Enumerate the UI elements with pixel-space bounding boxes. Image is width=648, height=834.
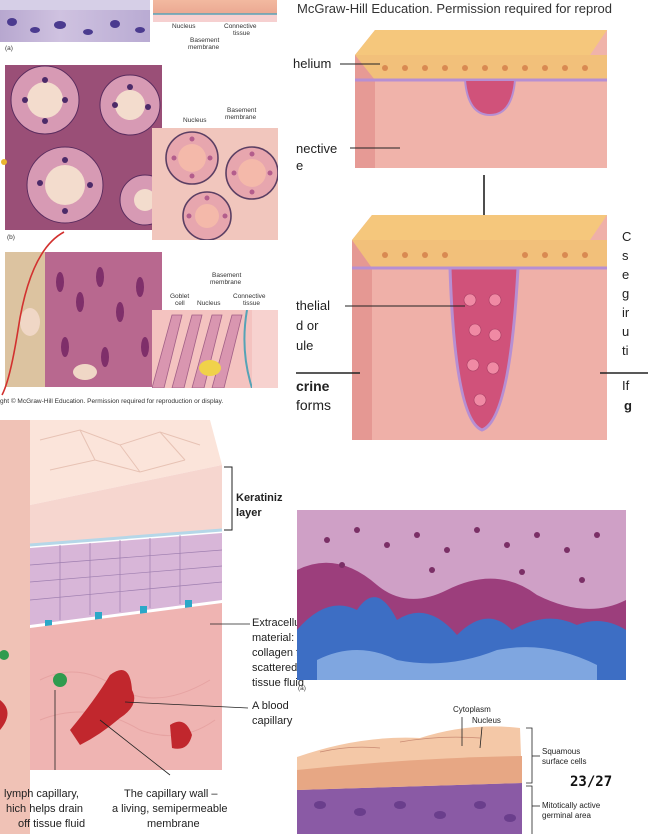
- skin-extracellular-line-5: tissue fluid: [252, 677, 304, 689]
- gland-right-letter-2: s: [622, 248, 629, 263]
- panel-a-micrograph: [0, 0, 150, 42]
- skin-blood-capillary-label-2: capillary: [252, 715, 293, 727]
- panel-a-cells: [0, 0, 150, 35]
- skin-lymph-line-3: off tissue fluid: [18, 818, 86, 830]
- gland-epithelial-label-2: d or: [296, 318, 319, 333]
- panel-b-illus-tubules: [165, 131, 278, 240]
- panel-a-basement-label-1: Basement: [190, 37, 220, 44]
- panel-a-tag: (a): [5, 45, 13, 52]
- stratified-mitotic-label-2: germinal area: [542, 811, 591, 820]
- skin-extracellular-line-1: Extracellula: [252, 617, 309, 629]
- stratified-mitotic-label-1: Mitotically active: [542, 801, 601, 810]
- gland-right-letter-7: ti: [622, 343, 629, 358]
- micrograph-tissue: [297, 510, 626, 680]
- panel-c-nucleus-label: Nucleus: [197, 300, 221, 307]
- skin-keratinized-label-1: Keratiniz: [236, 492, 283, 504]
- skin-lymph-line-1: lymph capillary,: [4, 788, 79, 800]
- panel-b-illustration: [152, 128, 278, 240]
- panel-a-nucleus-label: Nucleus: [172, 23, 196, 30]
- panel-b-tubules: [5, 65, 162, 230]
- panel-c-illus-cells: [152, 310, 278, 388]
- gland-exocrine-heading: crine: [296, 378, 330, 394]
- panel-a-connective-label-2: tissue: [233, 30, 250, 37]
- stratified-nucleus-label: Nucleus: [472, 716, 501, 725]
- panel-c-basement-label-2: membrane: [210, 279, 242, 286]
- stratified-micrograph: [297, 510, 626, 680]
- panel-a-illustration: [153, 0, 277, 22]
- panel-c-connective-label-2: tissue: [243, 300, 260, 307]
- skin-extracellular-line-3: collagen fib: [252, 647, 308, 659]
- skin-keratinized-label-2: layer: [236, 507, 262, 519]
- gland-block-top: [355, 30, 607, 168]
- panel-c-illustration: [152, 310, 278, 388]
- panel-c-basement-label-1: Basement: [212, 272, 242, 279]
- skin-capillary-wall-line-1: The capillary wall –: [124, 788, 218, 800]
- gland-right-letter-1: C: [622, 229, 632, 244]
- skin-extracellular-line-4: scattered c: [252, 662, 306, 674]
- panel-a-connective-label-1: Connective: [224, 23, 257, 30]
- micrograph-tag: (a): [298, 685, 306, 692]
- panel-c-goblet-label-2: cell: [175, 300, 185, 307]
- gland-block-bottom: [352, 215, 607, 440]
- panel-b-basement-label-1: Basement: [227, 107, 257, 114]
- gland-forms-label: forms: [296, 397, 331, 413]
- gland-right-letter-5: ir: [622, 305, 630, 320]
- gland-right-letter-6: u: [622, 324, 630, 339]
- skin-capillary-wall-line-2: a living, semipermeable: [112, 803, 228, 815]
- permission-notice: McGraw-Hill Education. Permission requir…: [297, 1, 613, 16]
- skin-lymph-line-2: hich helps drain: [6, 803, 84, 815]
- skin-blood-capillary-label-1: A blood: [252, 700, 289, 712]
- stratified-squamous-label-2: surface cells: [542, 757, 587, 766]
- stratified-squamous-label-1: Squamous: [542, 747, 581, 756]
- gland-connective-label-1: nective: [296, 141, 338, 156]
- gland-epithelial-label-3: ule: [296, 338, 314, 353]
- skin-extracellular-line-2: material:: [252, 632, 295, 644]
- gland-right-g: g: [624, 398, 632, 413]
- stratified-cytoplasm-label: Cytoplasm: [453, 705, 491, 714]
- gland-right-letter-4: g: [622, 286, 630, 301]
- panel-a-basement-label-2: membrane: [188, 44, 220, 51]
- skin-capillary-wall-line-3: membrane: [147, 818, 200, 830]
- gland-right-letter-3: e: [622, 267, 630, 282]
- panel-b-micrograph: [5, 65, 162, 230]
- gland-epithelial-label-1: thelial: [296, 298, 330, 313]
- panel-c-copyright: ght © McGraw-Hill Education. Permission …: [0, 398, 224, 405]
- page-counter: 23/27: [570, 774, 613, 790]
- panel-c-goblet-label-1: Goblet: [170, 293, 190, 300]
- gland-epithelium-label: helium: [293, 56, 332, 71]
- panel-b-basement-label-2: membrane: [225, 114, 257, 121]
- gland-connective-label-2: e: [296, 158, 304, 173]
- panel-c-connective-label-1: Connective: [233, 293, 266, 300]
- panel-b-nucleus-label: Nucleus: [183, 117, 207, 124]
- gland-right-if: If: [622, 378, 630, 393]
